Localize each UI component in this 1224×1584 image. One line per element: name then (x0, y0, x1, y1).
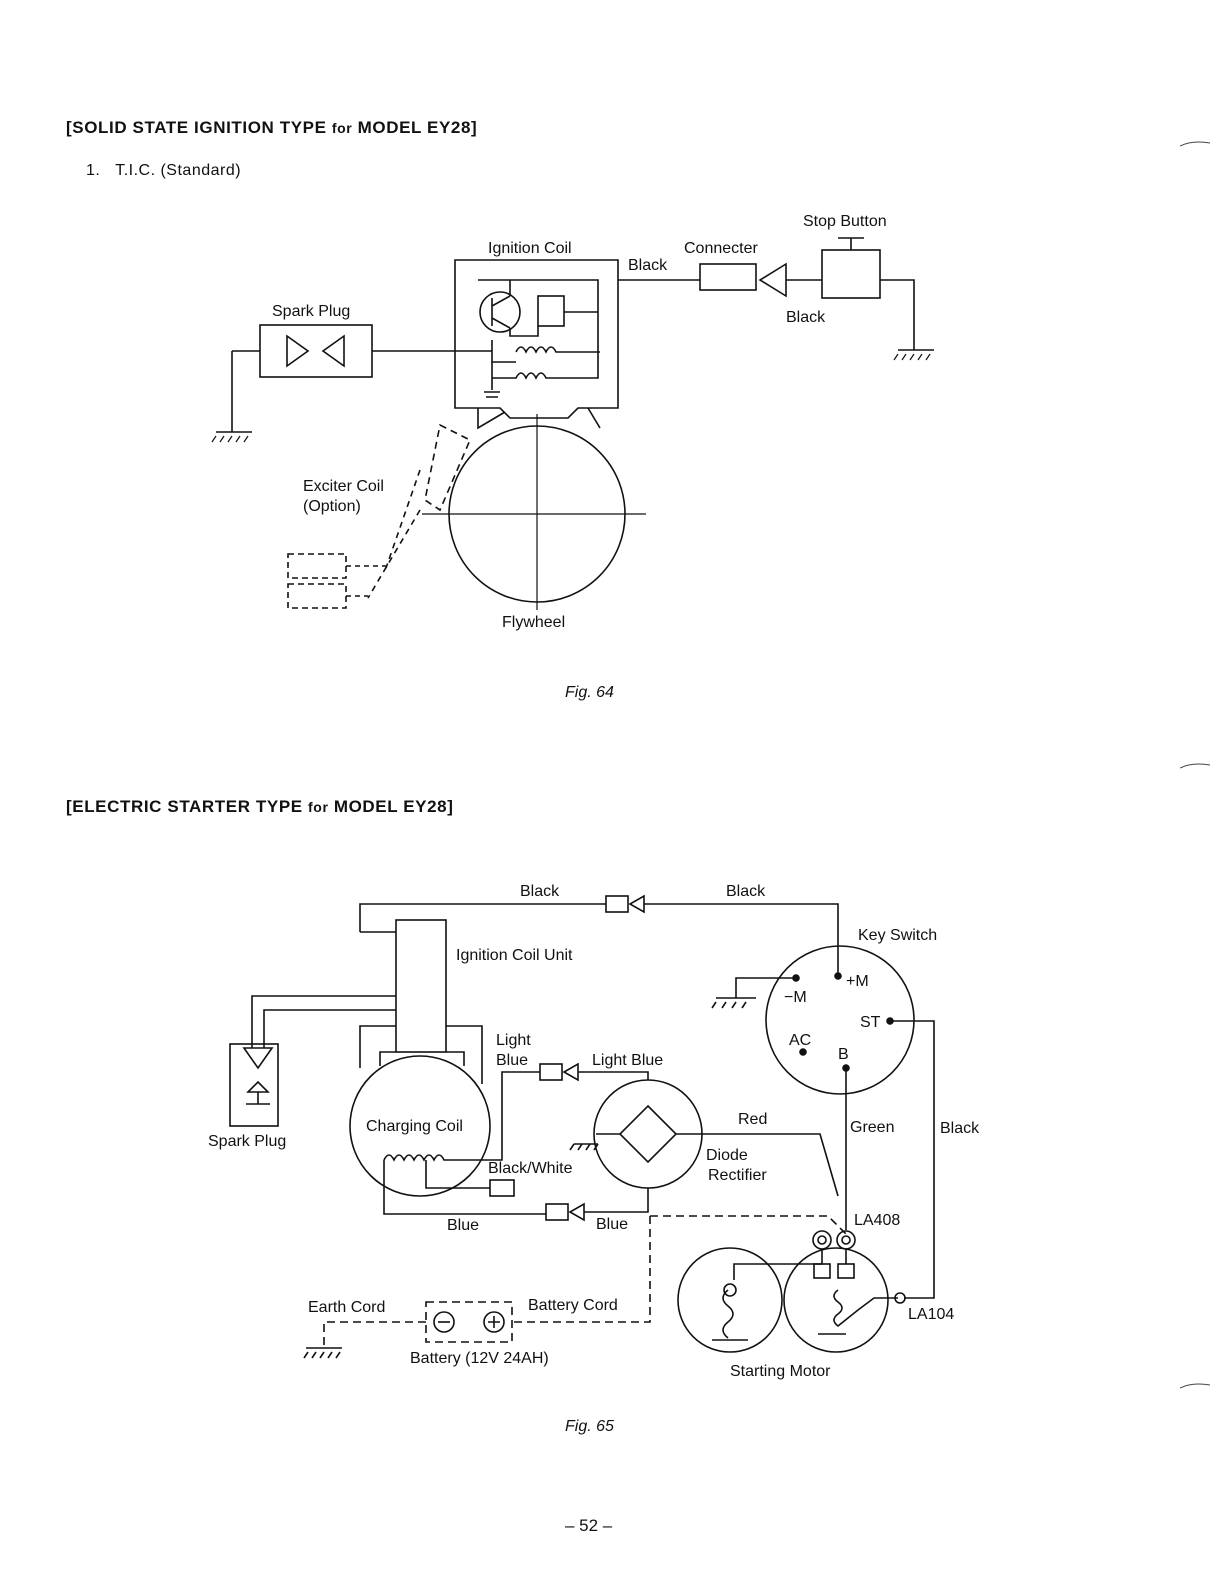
label-charging-coil: Charging Coil (366, 1118, 463, 1135)
motor-left-circle (677, 1247, 783, 1353)
battery-positive (483, 1311, 505, 1333)
label-stop-button: Stop Button (803, 213, 887, 230)
diode-bridge (618, 1104, 678, 1164)
fig64-caption: Fig. 64 (565, 684, 614, 701)
label-light-blue-right: Light Blue (592, 1052, 663, 1069)
fig65-caption: Fig. 65 (565, 1418, 614, 1435)
label-starting-motor: Starting Motor (730, 1363, 831, 1380)
connector-box (699, 263, 757, 291)
label-green: Green (850, 1119, 894, 1136)
la104-terminal (894, 1292, 906, 1304)
section2-heading: [ELECTRIC STARTER TYPE for MODEL EY28] (66, 797, 454, 816)
section1-heading: [SOLID STATE IGNITION TYPE for MODEL EY2… (66, 118, 478, 137)
black-white-terminal (489, 1179, 515, 1197)
motor-right-circle (783, 1247, 889, 1353)
label-key-switch: Key Switch (858, 927, 937, 944)
battery-negative (433, 1311, 455, 1333)
label-ignition-coil-unit: Ignition Coil Unit (456, 947, 573, 964)
label-flywheel: Flywheel (502, 614, 565, 631)
label-light-2: Blue (496, 1052, 528, 1069)
label-la408: LA408 (854, 1212, 900, 1229)
label-diode: Diode (706, 1147, 748, 1164)
connector-light-blue (539, 1063, 563, 1081)
label-exciter-option: (Option) (303, 498, 361, 515)
label-spark-plug-2: Spark Plug (208, 1133, 286, 1150)
exciter-coil (424, 423, 472, 512)
transistor-symbol (479, 291, 521, 333)
charging-coil-winding (383, 1154, 474, 1162)
battery-box (425, 1301, 513, 1343)
edge-mark-2 (1180, 763, 1210, 769)
page-number: – 52 – (565, 1516, 613, 1535)
ignition-coil-housing (454, 259, 619, 419)
spark-gap-symbol (286, 334, 345, 368)
edge-mark-1 (1180, 141, 1210, 147)
label-light-1: Light (496, 1032, 531, 1049)
label-earth-cord: Earth Cord (308, 1299, 385, 1316)
label-st: ST (860, 1014, 881, 1031)
label-exciter-coil: Exciter Coil (303, 478, 384, 495)
label-battery-cord: Battery Cord (528, 1297, 618, 1314)
section1-item: 1. T.I.C. (Standard) (86, 162, 242, 179)
label-black-top: Black (628, 257, 668, 274)
stop-button-plunger (838, 237, 864, 250)
label-battery: Battery (12V 24AH) (410, 1350, 549, 1367)
label-black-right: Black (726, 883, 766, 900)
label-la104: LA104 (908, 1306, 954, 1323)
connector-black (605, 895, 629, 913)
edge-mark-3 (1180, 1383, 1210, 1389)
spark-plug-2 (229, 1043, 279, 1127)
label-blue-right: Blue (596, 1216, 628, 1233)
label-spark-plug: Spark Plug (272, 303, 350, 320)
label-rectifier: Rectifier (708, 1167, 767, 1184)
key-switch-circle (765, 945, 915, 1095)
label-minus-m: −M (784, 989, 807, 1006)
label-red: Red (738, 1111, 767, 1128)
label-plus-m: +M (846, 973, 869, 990)
label-black-far-right: Black (940, 1120, 980, 1137)
label-b: B (838, 1046, 849, 1063)
ignition-module-box (537, 295, 565, 327)
label-blue-left: Blue (447, 1217, 479, 1234)
charging-coil-circle (349, 1055, 491, 1197)
connector-blue (545, 1203, 569, 1221)
housing-legs (477, 407, 601, 430)
label-black-bottom: Black (786, 309, 826, 326)
label-black-white: Black/White (488, 1160, 573, 1177)
label-ignition-coil: Ignition Coil (488, 240, 572, 257)
ignition-coil-unit (395, 919, 447, 1053)
label-connecter: Connecter (684, 240, 758, 257)
label-ac: AC (789, 1032, 811, 1049)
label-black-left: Black (520, 883, 560, 900)
